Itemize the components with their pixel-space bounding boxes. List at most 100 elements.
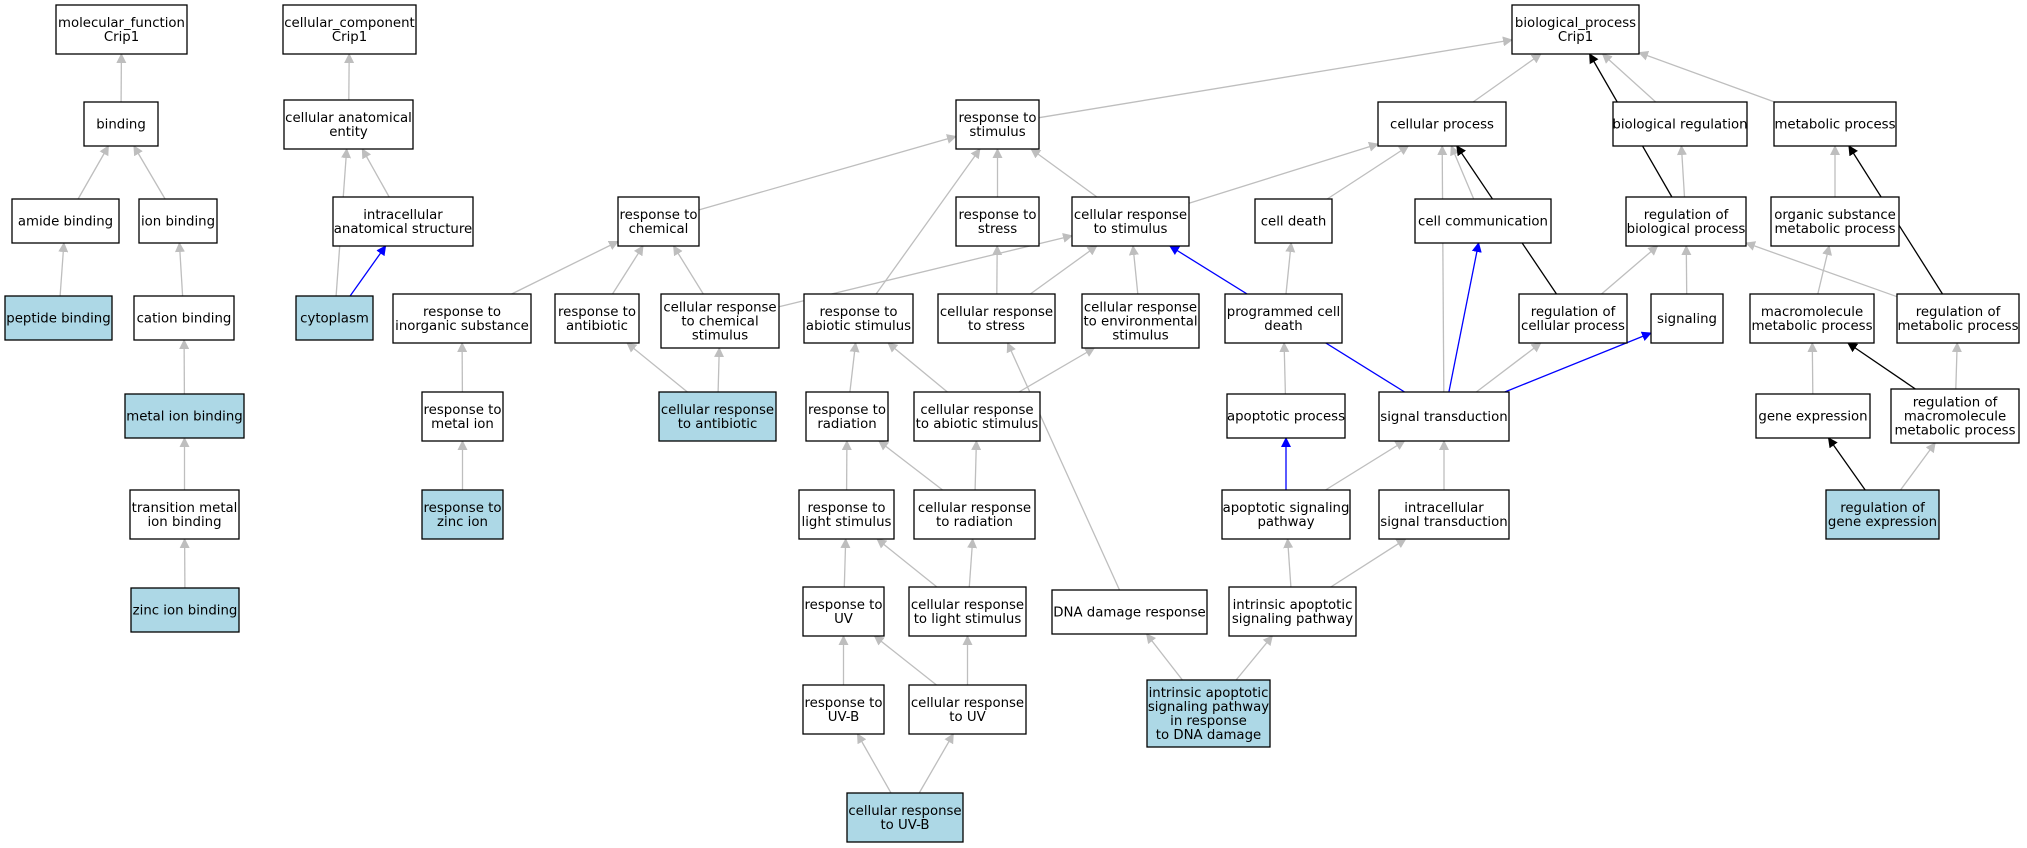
- node-box-cyto: [295, 295, 374, 341]
- node-box-rlight: [798, 489, 895, 540]
- node-sigtrans[interactable]: signal transduction: [1378, 391, 1510, 442]
- node-bioreg[interactable]: biological regulation: [1612, 101, 1748, 147]
- node-label-crlight-0: cellular response: [911, 598, 1024, 613]
- node-label-rmetal-1: metal ion: [431, 417, 494, 432]
- node-box-cruvb: [846, 792, 964, 843]
- node-box-rstim: [955, 99, 1040, 150]
- edge-crlight-to-crrad: [967, 538, 978, 588]
- edge-regbio-to-bioreg: [1676, 145, 1687, 198]
- node-cellcomm[interactable]: cell communication: [1414, 198, 1552, 244]
- node-dnadmg[interactable]: DNA damage response: [1051, 589, 1208, 635]
- node-label-crantib-1: to antibiotic: [678, 417, 758, 432]
- node-label-intapop-0: intrinsic apoptotic: [1233, 598, 1353, 613]
- edge-sigtrans-to-regcell: [1475, 342, 1542, 393]
- node-cation[interactable]: cation binding: [133, 295, 235, 341]
- node-box-intapopdna: [1146, 679, 1271, 748]
- node-label-transmetal-1: ion binding: [147, 515, 221, 530]
- node-ionb[interactable]: ion binding: [138, 198, 218, 244]
- edge-rstim-to-bp: [1038, 36, 1513, 119]
- node-binding[interactable]: binding: [83, 101, 159, 147]
- edge-crlight-to-rlight: [876, 538, 938, 588]
- node-box-crabiotic: [913, 391, 1041, 442]
- node-metab[interactable]: metabolic process: [1773, 101, 1897, 147]
- edge-macro-to-osmp: [1817, 245, 1832, 295]
- node-label-rlight-0: response to: [808, 501, 886, 516]
- node-label-rstress-0: response to: [959, 208, 1037, 223]
- node-metalion[interactable]: metal ion binding: [124, 393, 245, 439]
- node-box-reggene: [1825, 489, 1940, 540]
- node-label-pcd-1: death: [1264, 319, 1302, 334]
- edge-crenv-to-crstim: [1128, 245, 1139, 295]
- edge-regmacro-to-regmetab: [1951, 342, 1962, 390]
- node-celldeath[interactable]: cell death: [1254, 198, 1333, 244]
- node-zincion[interactable]: zinc ion binding: [130, 587, 240, 633]
- edge-rchem-to-rstim: [698, 134, 957, 211]
- node-label-regbio-1: biological process: [1627, 222, 1746, 237]
- node-cellproc[interactable]: cellular process: [1377, 101, 1507, 147]
- node-box-intapop: [1228, 586, 1357, 637]
- node-box-pcd: [1224, 293, 1343, 344]
- node-peptide[interactable]: peptide binding: [4, 295, 113, 341]
- node-box-transmetal: [129, 489, 240, 540]
- node-geneexp[interactable]: gene expression: [1755, 393, 1871, 439]
- node-label-crrad-1: to radiation: [936, 515, 1013, 530]
- edges-layer: [58, 36, 1962, 794]
- node-cyto[interactable]: cytoplasm: [295, 295, 374, 341]
- node-label-rrad-0: response to: [808, 403, 886, 418]
- node-label-rzinc-1: zinc ion: [437, 515, 488, 530]
- edge-ionb-to-binding: [133, 145, 166, 200]
- node-label-rchem-1: chemical: [629, 222, 689, 237]
- edge-cellcomm-to-cellproc: [1450, 145, 1475, 200]
- node-label-binding-0: binding: [96, 118, 146, 133]
- node-signaling[interactable]: signaling: [1650, 293, 1724, 344]
- node-amide[interactable]: amide binding: [11, 198, 120, 244]
- edge-dnadmg-to-crstress: [1006, 342, 1121, 591]
- node-apop[interactable]: apoptotic process: [1226, 393, 1346, 439]
- edge-rantib-to-rchem: [611, 245, 644, 295]
- edge-crstress-to-crstim: [1029, 245, 1098, 295]
- node-box-binding: [83, 101, 159, 147]
- node-label-intapopdna-2: in response: [1170, 714, 1247, 729]
- node-label-transmetal-0: transition metal: [132, 501, 238, 516]
